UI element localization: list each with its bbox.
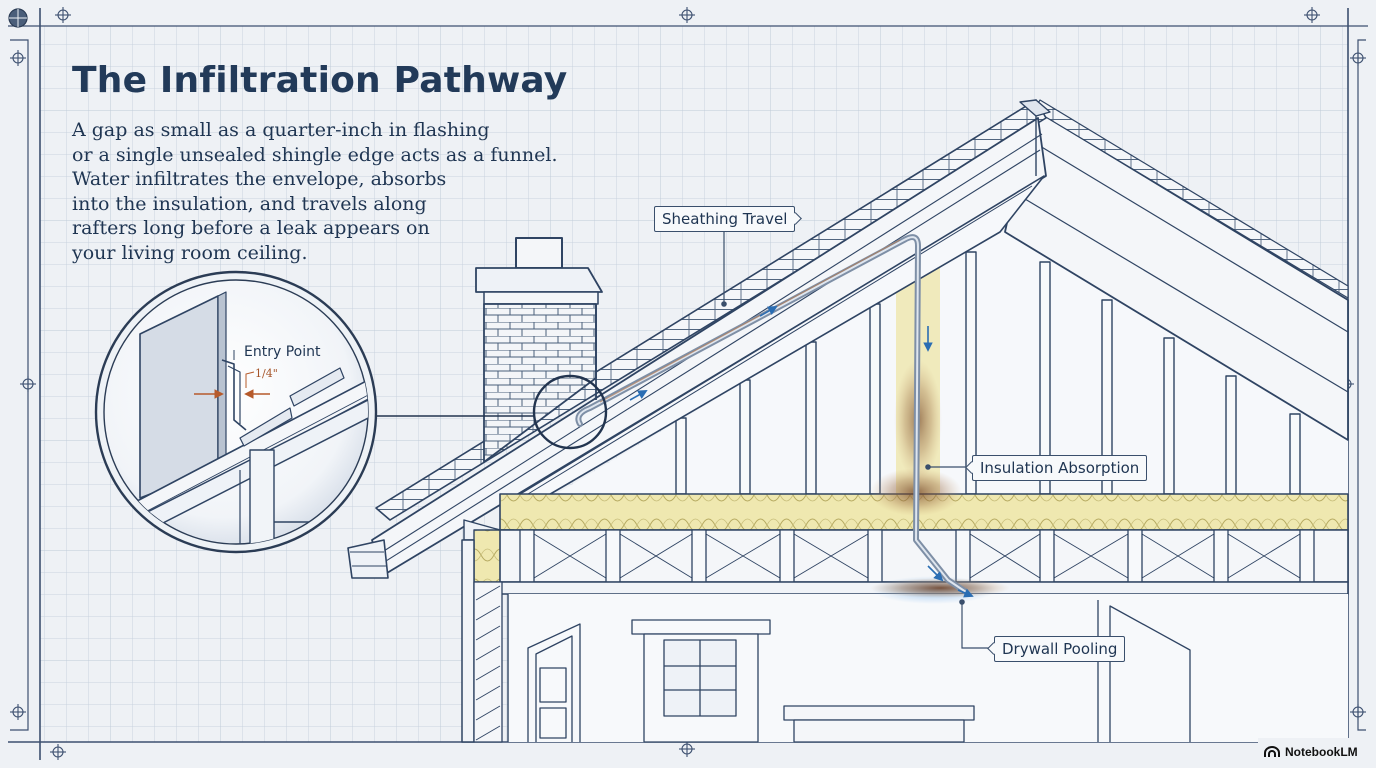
- description-line: A gap as small as a quarter-inch in flas…: [72, 119, 490, 141]
- flow-arrow: [759, 306, 778, 317]
- brand-name: NotebookLM: [1285, 745, 1358, 759]
- water-pathway: [575, 234, 1010, 604]
- description-line: Water infiltrates the envelope, absorbs: [72, 168, 447, 190]
- entry-point-magnifier: [94, 270, 378, 554]
- corner-registration-cross: [9, 9, 27, 27]
- chimney: [475, 237, 603, 463]
- callout-sheathing-travel: Sheathing Travel: [654, 206, 796, 232]
- entry-highlight-circle: [532, 374, 608, 450]
- flow-arrow: [629, 390, 648, 401]
- ceiling-leak-stain: [870, 578, 1010, 598]
- callout-label: Sheathing Travel: [662, 210, 788, 228]
- flow-arrow: [957, 588, 974, 598]
- description-text: A gap as small as a quarter-inch in flas…: [72, 118, 572, 265]
- gap-dimension-label: 1/4": [255, 367, 278, 380]
- notebooklm-logo-icon: [1264, 746, 1280, 757]
- callout-drywall-pooling: Drywall Pooling: [994, 636, 1126, 662]
- description-line: or a single unsealed shingle edge acts a…: [72, 143, 558, 166]
- brand-logo: NotebookLM: [1264, 741, 1358, 763]
- flow-arrow: [927, 565, 944, 582]
- house-cross-section: [347, 99, 1349, 743]
- page-title: The Infiltration Pathway: [72, 60, 568, 101]
- description-line: into the insulation, and travels along: [72, 192, 427, 215]
- entry-point-label: Entry Point: [244, 344, 321, 360]
- description-line: your living room ceiling.: [72, 241, 308, 264]
- description-line: rafters long before a leak appears on: [72, 217, 430, 239]
- callout-insulation-absorption: Insulation Absorption: [972, 455, 1148, 481]
- callout-label: Drywall Pooling: [1002, 640, 1118, 658]
- callout-label: Insulation Absorption: [980, 459, 1140, 477]
- logo-backdrop: [1258, 738, 1376, 768]
